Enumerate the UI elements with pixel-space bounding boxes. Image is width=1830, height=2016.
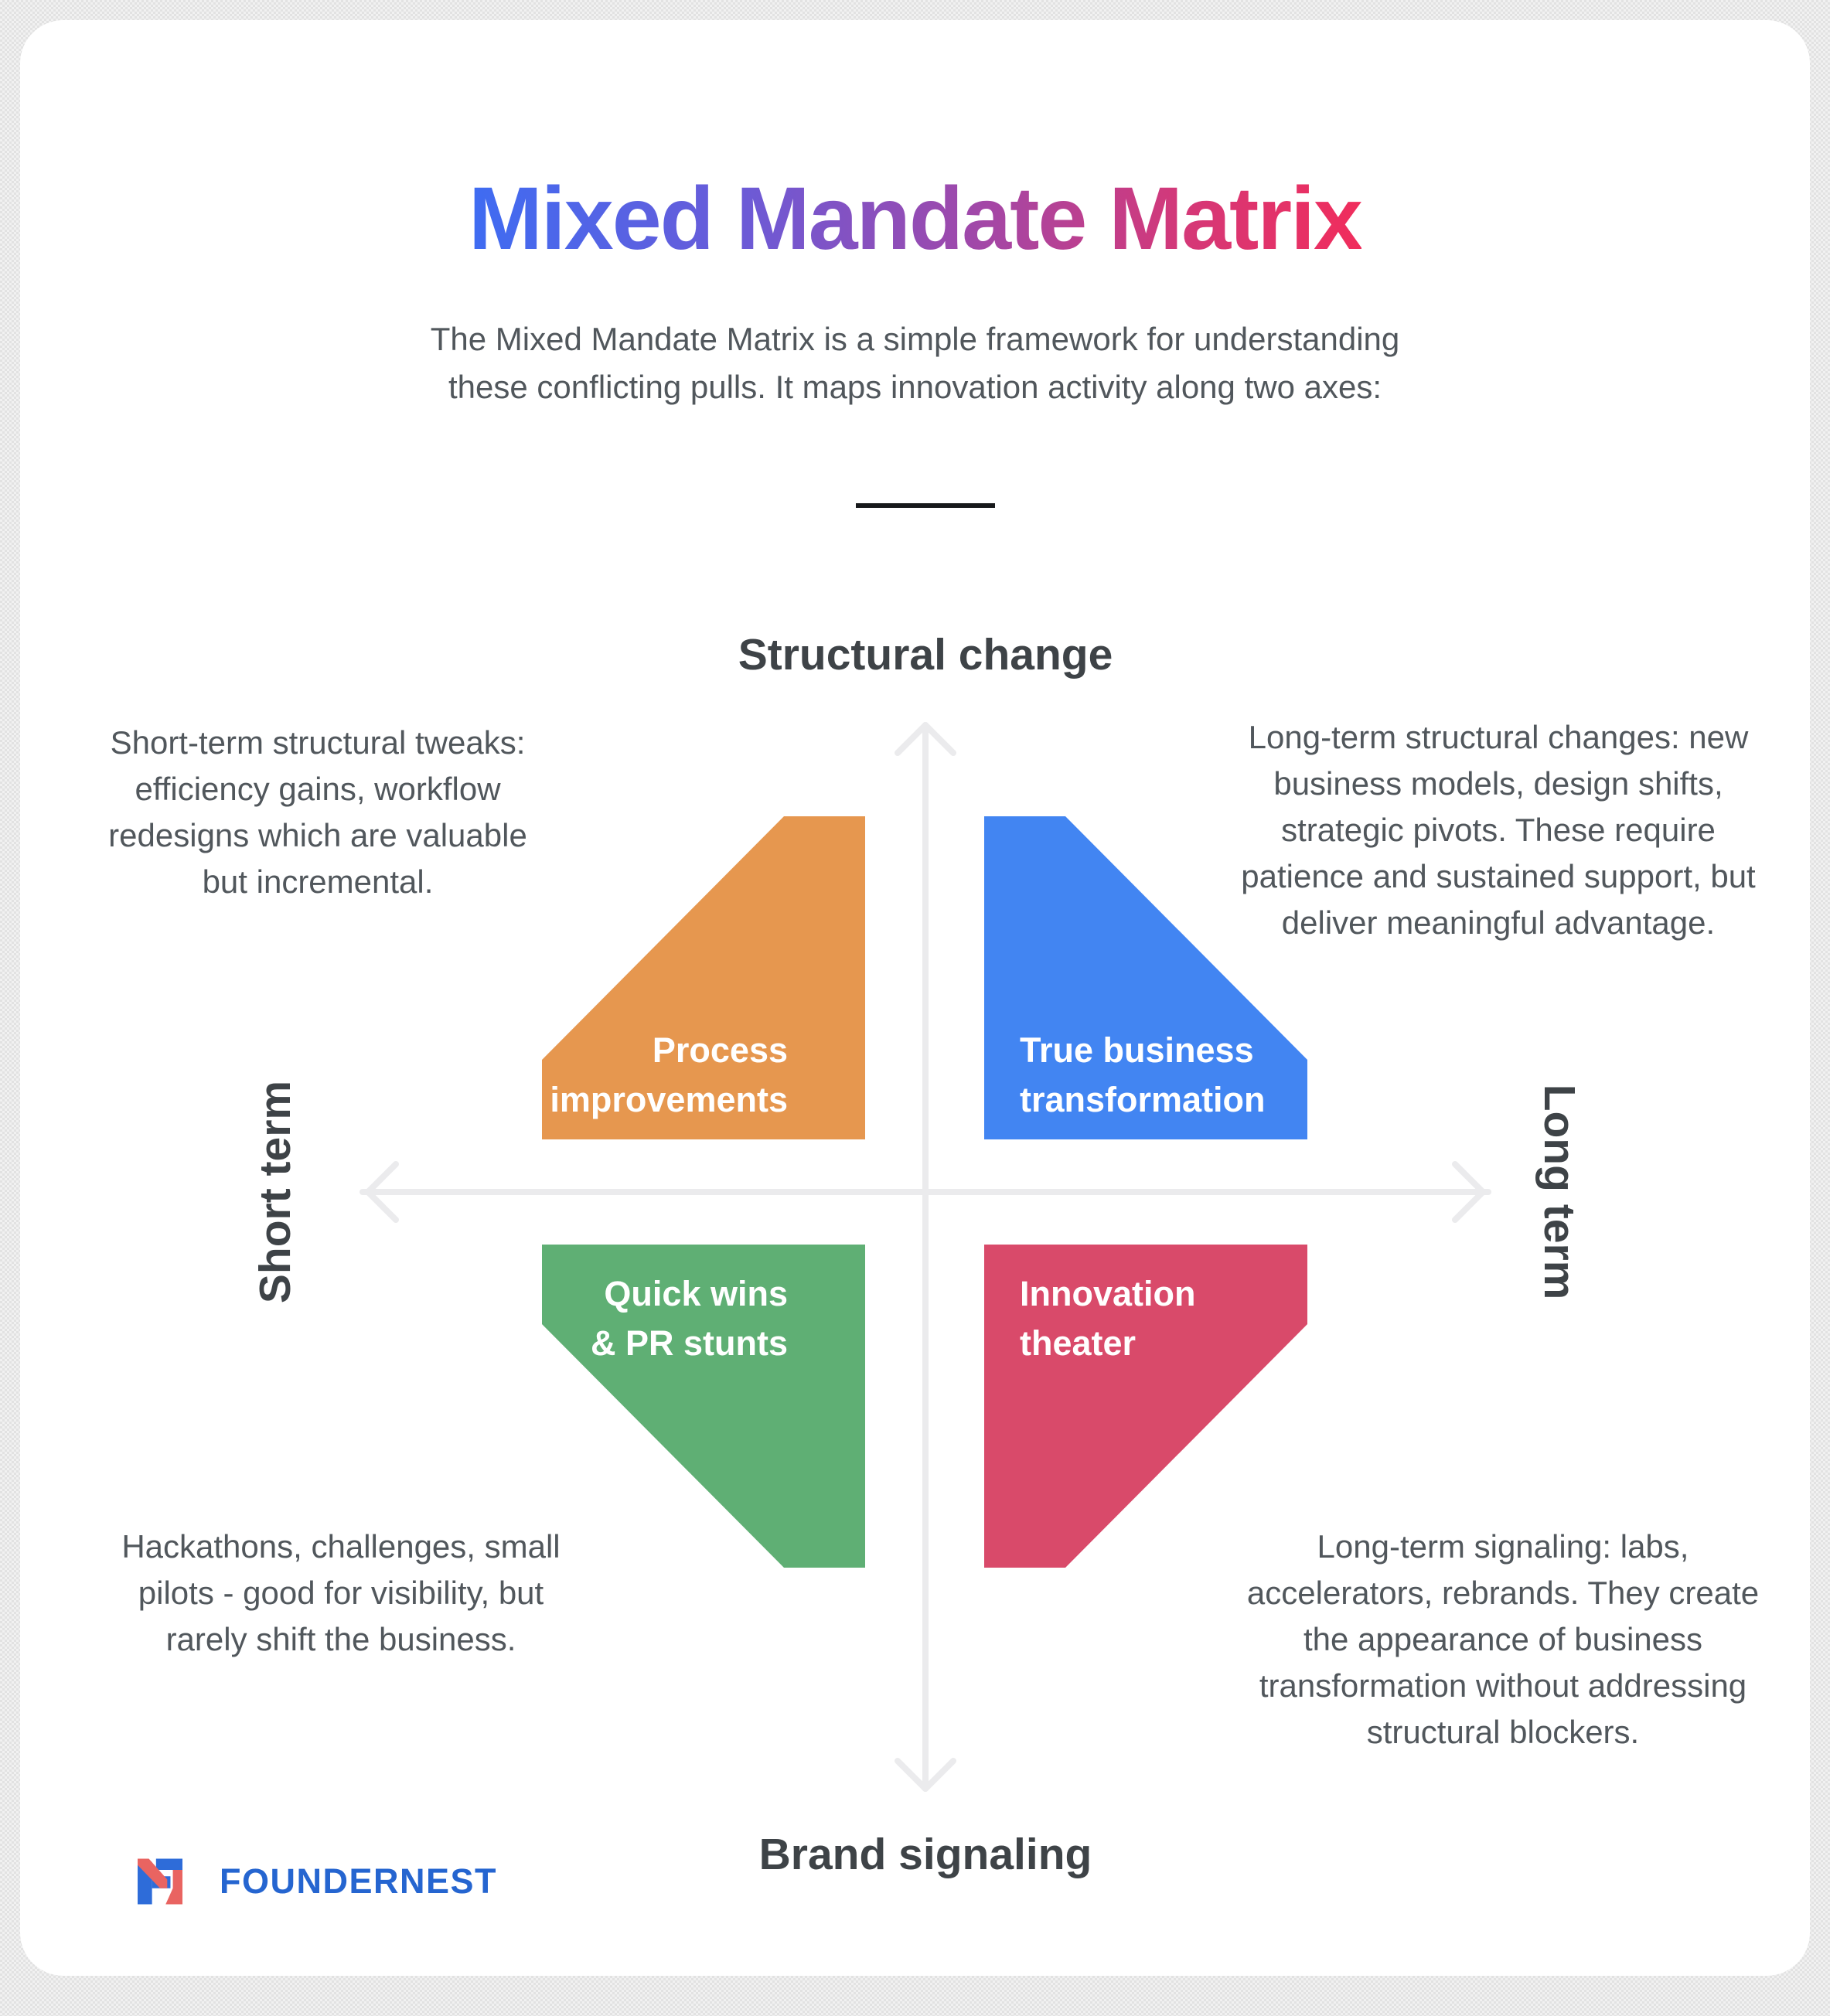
arrowhead-bottom-icon bbox=[895, 1758, 956, 1792]
quadrant-shape-true-business-transformation bbox=[984, 816, 1307, 1139]
matrix-diagram bbox=[360, 722, 1491, 1792]
logo-diagonal-stripe bbox=[138, 1858, 168, 1888]
arrowhead-left-icon bbox=[365, 1161, 399, 1223]
page-title: Mixed Mandate Matrix bbox=[469, 165, 1363, 272]
axis-label-long-term: Long term bbox=[1535, 1084, 1584, 1300]
quadrant-shape-quick-wins-pr-stunts bbox=[542, 1245, 865, 1568]
arrowhead-right-icon bbox=[1452, 1161, 1486, 1223]
axis-label-short-term: Short term bbox=[250, 1080, 300, 1304]
divider bbox=[856, 503, 995, 508]
infographic-card: Mixed Mandate Matrix The Mixed Mandate M… bbox=[20, 20, 1810, 1976]
brand-wordmark: FOUNDERNEST bbox=[220, 1861, 498, 1901]
quadrant-shape-process-improvements bbox=[542, 816, 865, 1139]
note-top-left: Short-term structural tweaks:efficiency … bbox=[108, 724, 527, 900]
quadrant-shape-innovation-theater bbox=[984, 1245, 1307, 1568]
axis-label-structural-change: Structural change bbox=[738, 630, 1113, 679]
title-row: Mixed Mandate Matrix bbox=[20, 165, 1810, 272]
logo-right-bar bbox=[165, 1869, 182, 1905]
subtitle: The Mixed Mandate Matrix is a simple fra… bbox=[430, 321, 1400, 405]
quadrant-label-quick-wins-pr-stunts: Quick wins& PR stunts bbox=[590, 1274, 788, 1363]
axis-label-brand-signaling: Brand signaling bbox=[758, 1830, 1092, 1879]
footer: FOUNDERNEST bbox=[138, 1858, 497, 1905]
foundernest-logo-icon bbox=[138, 1858, 182, 1905]
arrowhead-top-icon bbox=[895, 722, 956, 756]
logo-top-bar bbox=[155, 1858, 182, 1870]
note-bottom-right: Long-term signaling: labs,accelerators, … bbox=[1246, 1528, 1760, 1750]
